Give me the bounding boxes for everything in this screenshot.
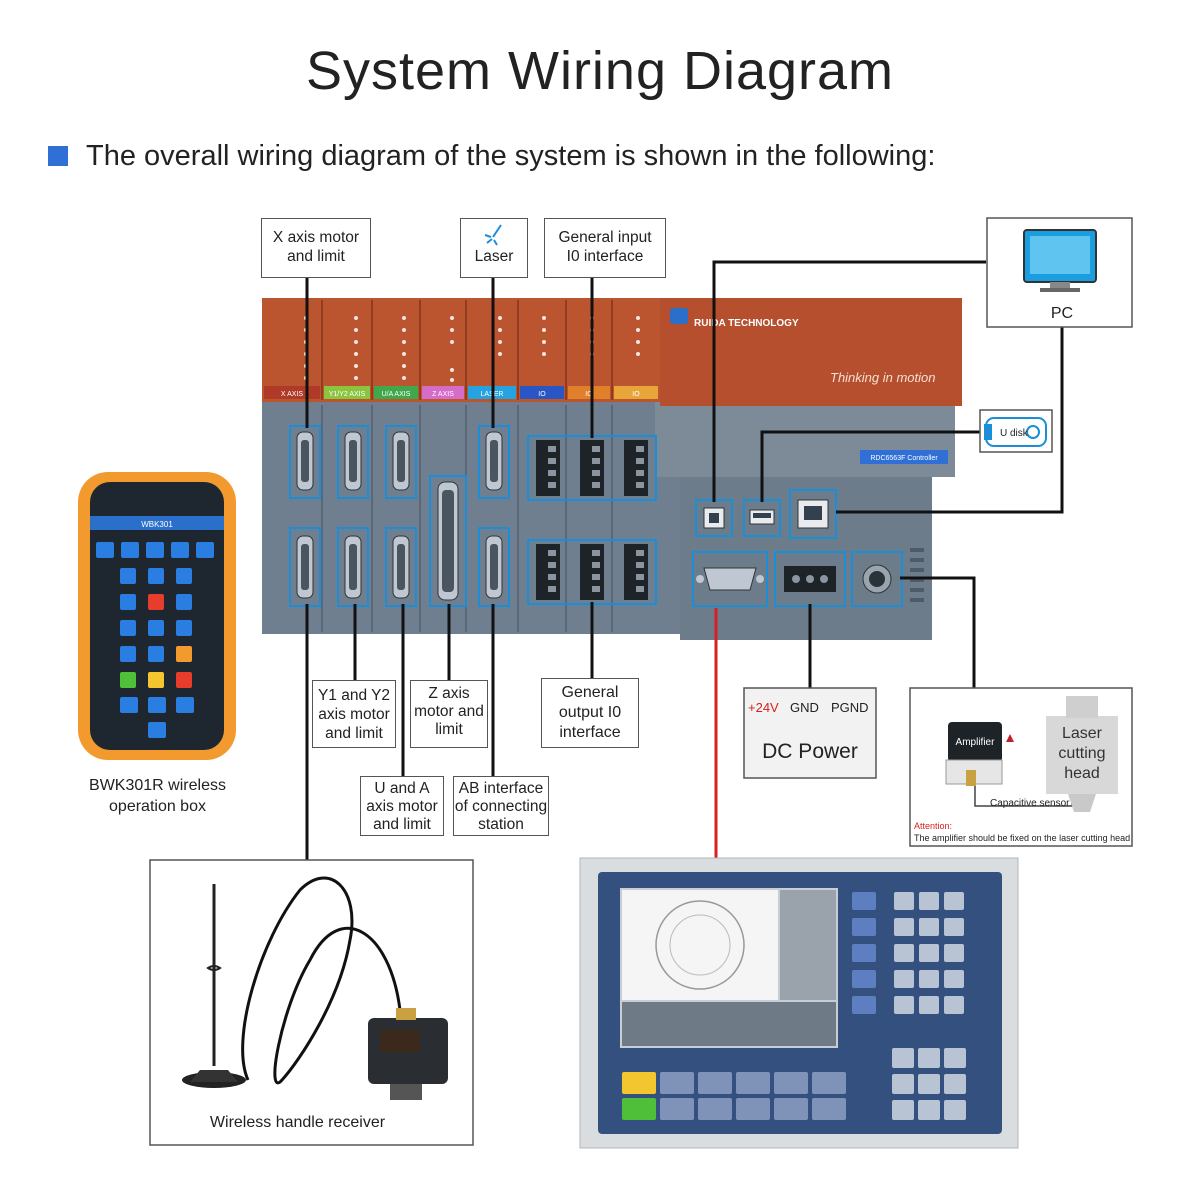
label-y1y2-line-1: Y1 and Y2 (317, 687, 391, 704)
label-laser-text: Laser (474, 248, 514, 265)
label-ab-line-1: AB interface (458, 780, 544, 797)
label-general-input-line-2: I0 interface (566, 248, 644, 265)
label-y1-y2: Y1 and Y2 axis motor and limit (312, 680, 396, 748)
label-u-a: U and A axis motor and limit (360, 776, 444, 836)
module-tag-6: IO (585, 391, 593, 398)
subtitle-text: The overall wiring diagram of the system… (86, 140, 936, 172)
label-y1y2-line-3: and limit (325, 725, 383, 742)
pc-box: PC (986, 217, 1133, 328)
antenna-icon (182, 884, 246, 1088)
receiver-box (149, 859, 474, 1146)
label-z-axis: Z axis motor and limit (410, 680, 488, 748)
handbox-model: WBK301 (141, 520, 173, 529)
module-tag-2: U/A AXIS (382, 391, 411, 398)
label-ab-line-3: station (478, 816, 524, 833)
pc-label: PC (1051, 305, 1073, 322)
controller-model: RDC6563F Controller (870, 455, 938, 462)
attention-label: Attention: (914, 821, 952, 831)
label-general-input-line-1: General input (558, 229, 652, 246)
db9-serial-port-icon (692, 551, 768, 607)
module-tag-0: X AXIS (281, 391, 304, 398)
laser-head-line-3: head (1064, 765, 1100, 782)
handbox-caption-line-1: BWK301R wireless (89, 777, 226, 794)
db9-connectors (289, 425, 510, 607)
laser-head-icon (1046, 716, 1118, 794)
label-general-output-line-1: General (561, 684, 619, 701)
label-x-axis-line-2: and limit (287, 248, 345, 265)
label-z-axis-line-2: motor and (414, 703, 484, 720)
label-general-input: General input I0 interface (544, 218, 666, 278)
handbox-keys (96, 542, 214, 738)
label-u-a-line-2: axis motor (366, 798, 438, 815)
panel-side-keys (852, 892, 876, 1014)
laser-head-line-2: cutting (1058, 745, 1105, 762)
u-disk-label: U disk (1000, 428, 1029, 439)
receiver-module-icon (368, 1008, 448, 1100)
label-u-a-line-1: U and A (374, 780, 430, 797)
label-y1y2-line-2: axis motor (318, 706, 390, 723)
panel-function-keys (622, 1072, 846, 1120)
capacitive-sensor-label: Capacitive sensor (990, 798, 1070, 809)
dc-24v-label: +24V (748, 700, 779, 715)
label-laser: Laser (460, 218, 528, 278)
label-z-axis-line-3: limit (435, 721, 463, 738)
ethernet-port-icon (789, 489, 837, 539)
subtitle: The overall wiring diagram of the system… (48, 140, 935, 173)
amplifier-icon (948, 722, 1002, 762)
label-u-a-line-3: and limit (373, 816, 431, 833)
module-tag-7: IO (632, 391, 640, 398)
label-x-axis: X axis motor and limit (261, 218, 371, 278)
controller-unit: X AXIS Y1/Y2 AXIS U/A AXIS Z AXIS LASER … (262, 298, 962, 640)
dc-power-box: +24V GND PGND DC Power (743, 687, 877, 779)
panel-keypad (894, 892, 964, 1014)
label-general-output: General output I0 interface (541, 678, 639, 748)
module-tag-5: IO (538, 391, 546, 398)
usb-b-port-icon (695, 499, 733, 537)
brand-logo-icon (670, 308, 688, 324)
attention-note: The amplifier should be fixed on the las… (914, 833, 1130, 843)
receiver-caption: Wireless handle receiver (209, 1114, 386, 1131)
control-panel (579, 857, 1019, 1149)
bullet-square-icon (48, 146, 68, 166)
dc-power-name: DC Power (762, 740, 858, 763)
wires (305, 260, 1064, 860)
label-x-axis-line-1: X axis motor (272, 229, 360, 246)
round-connector-icon (851, 551, 903, 607)
module-tag-1: Y1/Y2 AXIS (329, 391, 366, 398)
handbox-caption: BWK301R wireless operation box (70, 775, 245, 817)
receiver-cable (241, 876, 402, 1085)
dc-gnd-label: GND (790, 700, 819, 715)
label-ab-line-2: of connecting (454, 798, 548, 815)
laser-head-line-1: Laser (1062, 725, 1103, 742)
panel-arrow-keys (892, 1048, 966, 1120)
label-z-axis-line-1: Z axis (428, 685, 470, 702)
amplifier-label: Amplifier (956, 737, 996, 748)
dc-pgnd-label: PGND (831, 700, 869, 715)
wireless-handbox: WBK301 (78, 472, 236, 760)
brand-name: RUIDA TECHNOLOGY (694, 318, 799, 329)
label-general-output-line-3: interface (559, 724, 621, 741)
laser-spark-icon (484, 224, 502, 246)
module-tag-3: Z AXIS (432, 391, 454, 398)
handbox-caption-line-2: operation box (109, 798, 206, 815)
label-ab-interface: AB interface of connecting station (453, 776, 549, 836)
label-general-output-line-2: output I0 (558, 704, 622, 721)
page-title: System Wiring Diagram (305, 41, 895, 101)
laser-head-box: Amplifier Laser cutting head Capacitive … (909, 687, 1133, 847)
u-disk: U disk (979, 409, 1053, 453)
brand-slogan: Thinking in motion (830, 370, 936, 385)
